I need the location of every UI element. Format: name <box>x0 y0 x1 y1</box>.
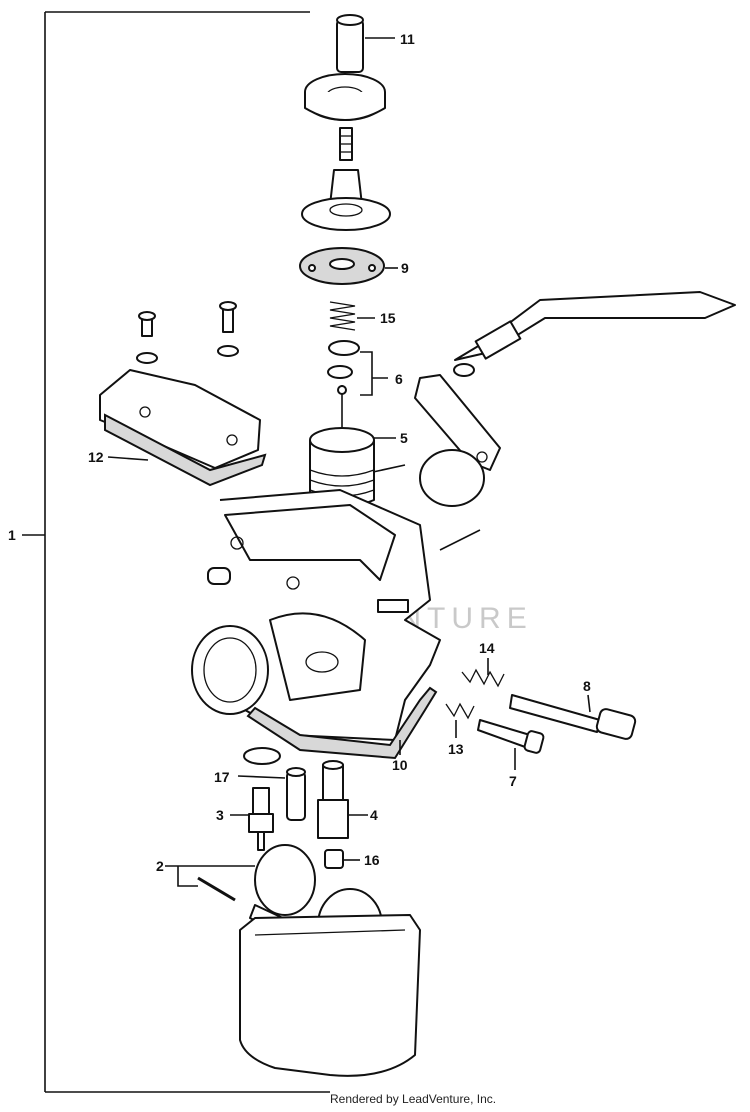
callout-5: 5 <box>400 430 408 446</box>
callout-14: 14 <box>479 640 495 656</box>
part-16-main-jet <box>324 849 344 869</box>
callout-7: 7 <box>509 773 517 789</box>
callout-17: 17 <box>214 769 230 785</box>
footer-credit: Rendered by LeadVenture, Inc. <box>330 1092 497 1106</box>
part-choke-lever <box>414 374 501 471</box>
part-float-pin <box>197 876 236 902</box>
part-9-cap-plate <box>299 247 385 285</box>
leader-lines <box>107 37 591 887</box>
part-top-cover-screws <box>136 301 239 364</box>
part-11-top-cap <box>304 14 386 121</box>
part-8-air-screw <box>509 694 637 740</box>
callout-8: 8 <box>583 678 591 694</box>
part-throttle-arm <box>453 291 736 377</box>
callout-2: 2 <box>156 858 164 874</box>
callout-6: 6 <box>395 371 403 387</box>
part-4-needle-jet <box>317 760 349 839</box>
callout-16: 16 <box>364 852 380 868</box>
part-13-spring <box>445 702 475 720</box>
part-float-bowl <box>239 914 421 1077</box>
assembly-bracket <box>22 11 330 1093</box>
part-cable-guide <box>301 169 391 231</box>
part-o-ring <box>419 449 485 507</box>
callout-9: 9 <box>401 260 409 276</box>
callout-10: 10 <box>392 757 408 773</box>
part-carburetor-body <box>191 464 481 741</box>
part-15-spring <box>329 301 356 331</box>
part-7-pilot-screw <box>477 719 545 754</box>
part-6-clips <box>327 340 360 379</box>
callout-12: 12 <box>88 449 104 465</box>
part-12-gasket <box>104 413 267 487</box>
part-washer <box>243 747 281 765</box>
part-3-starter-jet <box>248 787 274 851</box>
callout-15: 15 <box>380 310 396 326</box>
part-10-float-gasket <box>246 686 438 760</box>
part-17-pilot-jet <box>286 767 306 821</box>
callout-1: 1 <box>8 527 16 543</box>
part-14-spring <box>461 668 505 688</box>
part-adjuster-stud <box>339 127 353 161</box>
callout-3: 3 <box>216 807 224 823</box>
callout-11: 11 <box>400 31 415 47</box>
callout-4: 4 <box>370 807 378 823</box>
callout-13: 13 <box>448 741 464 757</box>
